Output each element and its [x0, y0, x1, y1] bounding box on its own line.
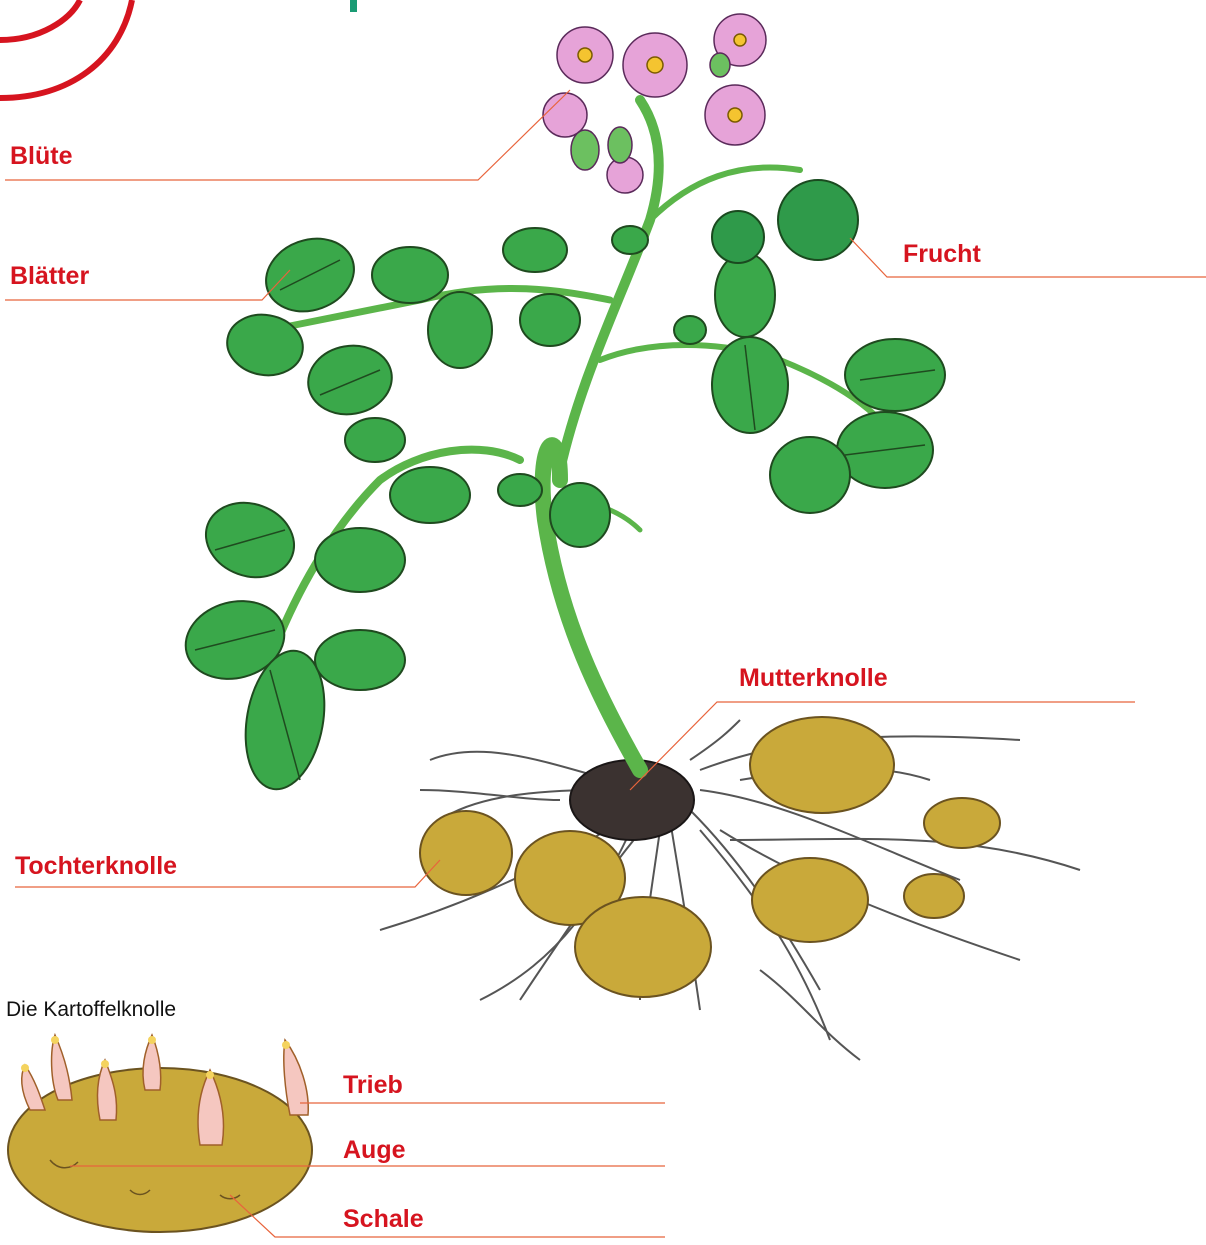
daughter-tubers	[420, 717, 1000, 997]
label-auge: Auge	[343, 1136, 406, 1164]
accent-mark	[350, 0, 357, 12]
leaf	[222, 309, 307, 381]
tuber-6	[924, 798, 1000, 848]
leaf	[372, 247, 448, 303]
label-trieb: Trieb	[343, 1071, 403, 1099]
berry	[712, 211, 764, 263]
leaf	[498, 474, 542, 506]
leaves	[177, 226, 945, 796]
tuber-5	[750, 717, 894, 813]
label-schale: Schale	[343, 1205, 424, 1233]
tuber-1	[420, 811, 512, 895]
tuber-4	[752, 858, 868, 942]
leader-bluete	[5, 90, 570, 180]
label-tochterknolle: Tochterknolle	[15, 852, 177, 880]
leader-lines	[5, 90, 1206, 1237]
leaf	[770, 437, 850, 513]
label-bluete: Blüte	[10, 142, 73, 170]
decorative-arcs	[0, 0, 132, 98]
leaf	[345, 418, 405, 462]
inset-caption: Die Kartoffelknolle	[6, 998, 176, 1022]
leaf	[303, 339, 398, 421]
leaf	[315, 528, 405, 592]
tuber-7	[904, 874, 964, 918]
leaf	[520, 294, 580, 346]
leader-schale	[230, 1195, 665, 1237]
leaf	[428, 292, 492, 368]
label-mutterknolle: Mutterknolle	[739, 664, 888, 692]
inset-tuber	[8, 1035, 312, 1232]
leaf	[390, 467, 470, 523]
leaf	[674, 316, 706, 344]
leaf	[550, 483, 610, 547]
leaf	[612, 226, 648, 254]
leaf	[315, 630, 405, 690]
label-blaetter: Blätter	[10, 262, 89, 290]
label-frucht: Frucht	[903, 240, 981, 268]
leaf	[715, 253, 775, 337]
berry	[778, 180, 858, 260]
fruits	[712, 180, 858, 263]
leaf	[503, 228, 567, 272]
tuber-3	[575, 897, 711, 997]
